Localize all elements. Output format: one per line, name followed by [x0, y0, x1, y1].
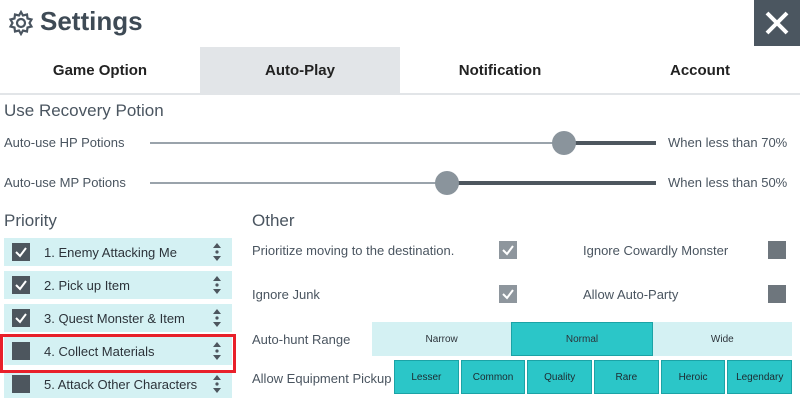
- checkbox-checked[interactable]: [12, 243, 30, 261]
- auto-party-label: Allow Auto-Party: [583, 287, 679, 302]
- ignore-cowardly-checkbox[interactable]: [768, 241, 786, 259]
- priority-item[interactable]: 5. Attack Other Characters: [4, 370, 232, 398]
- ignore-junk-checkbox[interactable]: [499, 285, 517, 303]
- pickup-option-common[interactable]: Common: [460, 360, 526, 394]
- equipment-pickup-label: Allow Equipment Pickup: [252, 371, 392, 386]
- ignore-junk-label: Ignore Junk: [252, 287, 320, 302]
- pickup-option-quality[interactable]: Quality: [527, 360, 593, 394]
- reorder-arrows-icon[interactable]: [212, 374, 222, 394]
- gear-icon: [8, 10, 34, 36]
- priority-list: 1. Enemy Attacking Me 2. Pick up Item 3.…: [4, 238, 232, 403]
- settings-header: Settings: [0, 0, 800, 46]
- check-icon: [15, 280, 27, 291]
- hp-potion-slider[interactable]: [150, 131, 656, 155]
- mp-potion-value: When less than 50%: [668, 175, 788, 190]
- pickup-option-lesser[interactable]: Lesser: [394, 360, 459, 394]
- recovery-section-title: Use Recovery Potion: [4, 101, 164, 120]
- priority-section-title: Priority: [4, 211, 57, 230]
- other-section-title: Other: [252, 211, 295, 230]
- checkbox-checked[interactable]: [12, 309, 30, 327]
- checkbox-unchecked[interactable]: [12, 342, 30, 360]
- hp-slider-fill: [564, 141, 656, 145]
- page-title: Settings: [40, 6, 143, 36]
- reorder-arrows-icon[interactable]: [212, 242, 222, 262]
- highlight-box: [0, 334, 236, 373]
- mp-potion-label: Auto-use MP Potions: [4, 175, 126, 190]
- tab-auto-play[interactable]: Auto-Play: [200, 47, 400, 93]
- mp-potion-slider[interactable]: [150, 171, 656, 195]
- priority-item-label: 3. Quest Monster & Item: [44, 310, 185, 326]
- check-icon: [15, 247, 27, 258]
- mp-slider-knob[interactable]: [435, 171, 459, 195]
- pickup-option-legendary[interactable]: Legendary: [727, 360, 793, 394]
- check-icon: [502, 245, 514, 256]
- ignore-cowardly-label: Ignore Cowardly Monster: [583, 243, 729, 258]
- priority-item-label: 4. Collect Materials: [44, 343, 155, 359]
- priority-item-label: 1. Enemy Attacking Me: [44, 244, 177, 260]
- priority-item-label: 5. Attack Other Characters: [44, 376, 198, 392]
- range-option-normal[interactable]: Normal: [511, 322, 653, 356]
- equipment-pickup-selector: Lesser Common Quality Rare Heroic Legend…: [394, 360, 793, 394]
- close-icon: [765, 11, 789, 35]
- priority-item[interactable]: 3. Quest Monster & Item: [4, 304, 232, 332]
- tab-game-option[interactable]: Game Option: [52, 61, 148, 79]
- pickup-option-rare[interactable]: Rare: [594, 360, 659, 394]
- priority-item[interactable]: 4. Collect Materials: [4, 337, 232, 365]
- reorder-arrows-icon[interactable]: [212, 275, 222, 295]
- prioritize-moving-checkbox[interactable]: [499, 241, 517, 259]
- hp-potion-value: When less than 70%: [668, 135, 788, 150]
- check-icon: [502, 289, 514, 300]
- tab-divider: [0, 93, 800, 95]
- tab-notification[interactable]: Notification: [458, 61, 542, 79]
- pickup-option-heroic[interactable]: Heroic: [660, 360, 726, 394]
- hp-potion-label: Auto-use HP Potions: [4, 135, 125, 150]
- range-option-wide[interactable]: Wide: [710, 333, 734, 345]
- tab-bar: Game Option Auto-Play Notification Accou…: [0, 47, 800, 93]
- close-button[interactable]: [754, 0, 800, 46]
- checkbox-unchecked[interactable]: [12, 375, 30, 393]
- prioritize-moving-label: Prioritize moving to the destination.: [252, 243, 455, 258]
- priority-item[interactable]: 2. Pick up Item: [4, 271, 232, 299]
- hp-slider-knob[interactable]: [552, 131, 576, 155]
- auto-hunt-range-label: Auto-hunt Range: [252, 332, 351, 347]
- auto-hunt-range-selector: Narrow Normal Wide: [372, 322, 792, 356]
- reorder-arrows-icon[interactable]: [212, 341, 222, 361]
- check-icon: [15, 313, 27, 324]
- range-option-narrow[interactable]: Narrow: [425, 333, 458, 345]
- priority-item[interactable]: 1. Enemy Attacking Me: [4, 238, 232, 266]
- reorder-arrows-icon[interactable]: [212, 308, 222, 328]
- mp-slider-fill: [447, 181, 656, 185]
- checkbox-checked[interactable]: [12, 276, 30, 294]
- auto-party-checkbox[interactable]: [768, 285, 786, 303]
- tab-account[interactable]: Account: [670, 61, 730, 79]
- priority-item-label: 2. Pick up Item: [44, 277, 130, 293]
